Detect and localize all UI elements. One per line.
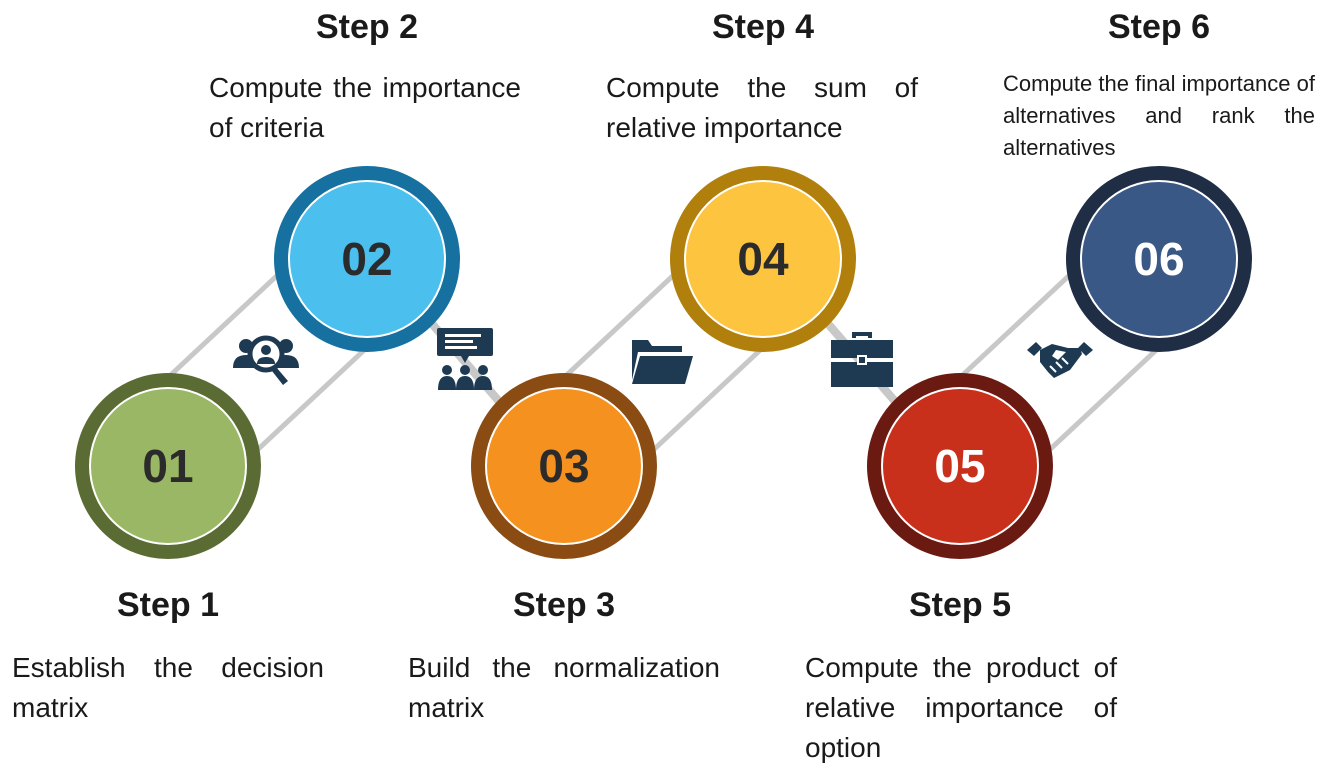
step-5-title: Step 5	[908, 586, 1012, 624]
step-4-circle	[670, 166, 856, 352]
step-2-title: Step 2	[315, 8, 419, 46]
step-4-fill	[684, 180, 842, 338]
step-1-circle	[75, 373, 261, 559]
handshake-icon	[1027, 342, 1093, 378]
step-6-fill	[1080, 180, 1238, 338]
folder-icon	[632, 340, 693, 384]
step-3-number: 03	[538, 440, 590, 492]
step-4-description: Compute the sum of relative importance	[606, 72, 918, 143]
step-3-circle	[471, 373, 657, 559]
step-6-description: Compute the final importance of alternat…	[1003, 71, 1315, 160]
step-5-description: Compute the product of relative importan…	[805, 652, 1117, 763]
step-5-fill	[881, 387, 1039, 545]
step-2-circle	[274, 166, 460, 352]
step-2-fill	[288, 180, 446, 338]
step-6-title: Step 6	[1107, 8, 1211, 46]
step-4-title: Step 4	[711, 8, 815, 46]
presentation-audience-icon	[437, 328, 493, 390]
step-2-description: Compute the importance of criteria	[209, 72, 521, 143]
step-6-circle	[1066, 166, 1252, 352]
step-3-fill	[485, 387, 643, 545]
step-circles	[75, 166, 1252, 559]
step-2-number: 02	[341, 233, 393, 285]
step-3-title: Step 3	[512, 586, 616, 624]
step-1-description: Establish the decision matrix	[12, 652, 324, 723]
step-6-number: 06	[1133, 233, 1185, 285]
people-search-icon	[233, 335, 299, 385]
step-1-number: 01	[142, 440, 194, 492]
briefcase-icon	[831, 332, 893, 387]
step-5-number: 05	[934, 440, 986, 492]
step-1-fill	[89, 387, 247, 545]
step-4-number: 04	[737, 233, 789, 285]
step-1-title: Step 1	[116, 586, 220, 624]
step-3-description: Build the normalization matrix	[408, 652, 720, 723]
step-5-circle	[867, 373, 1053, 559]
